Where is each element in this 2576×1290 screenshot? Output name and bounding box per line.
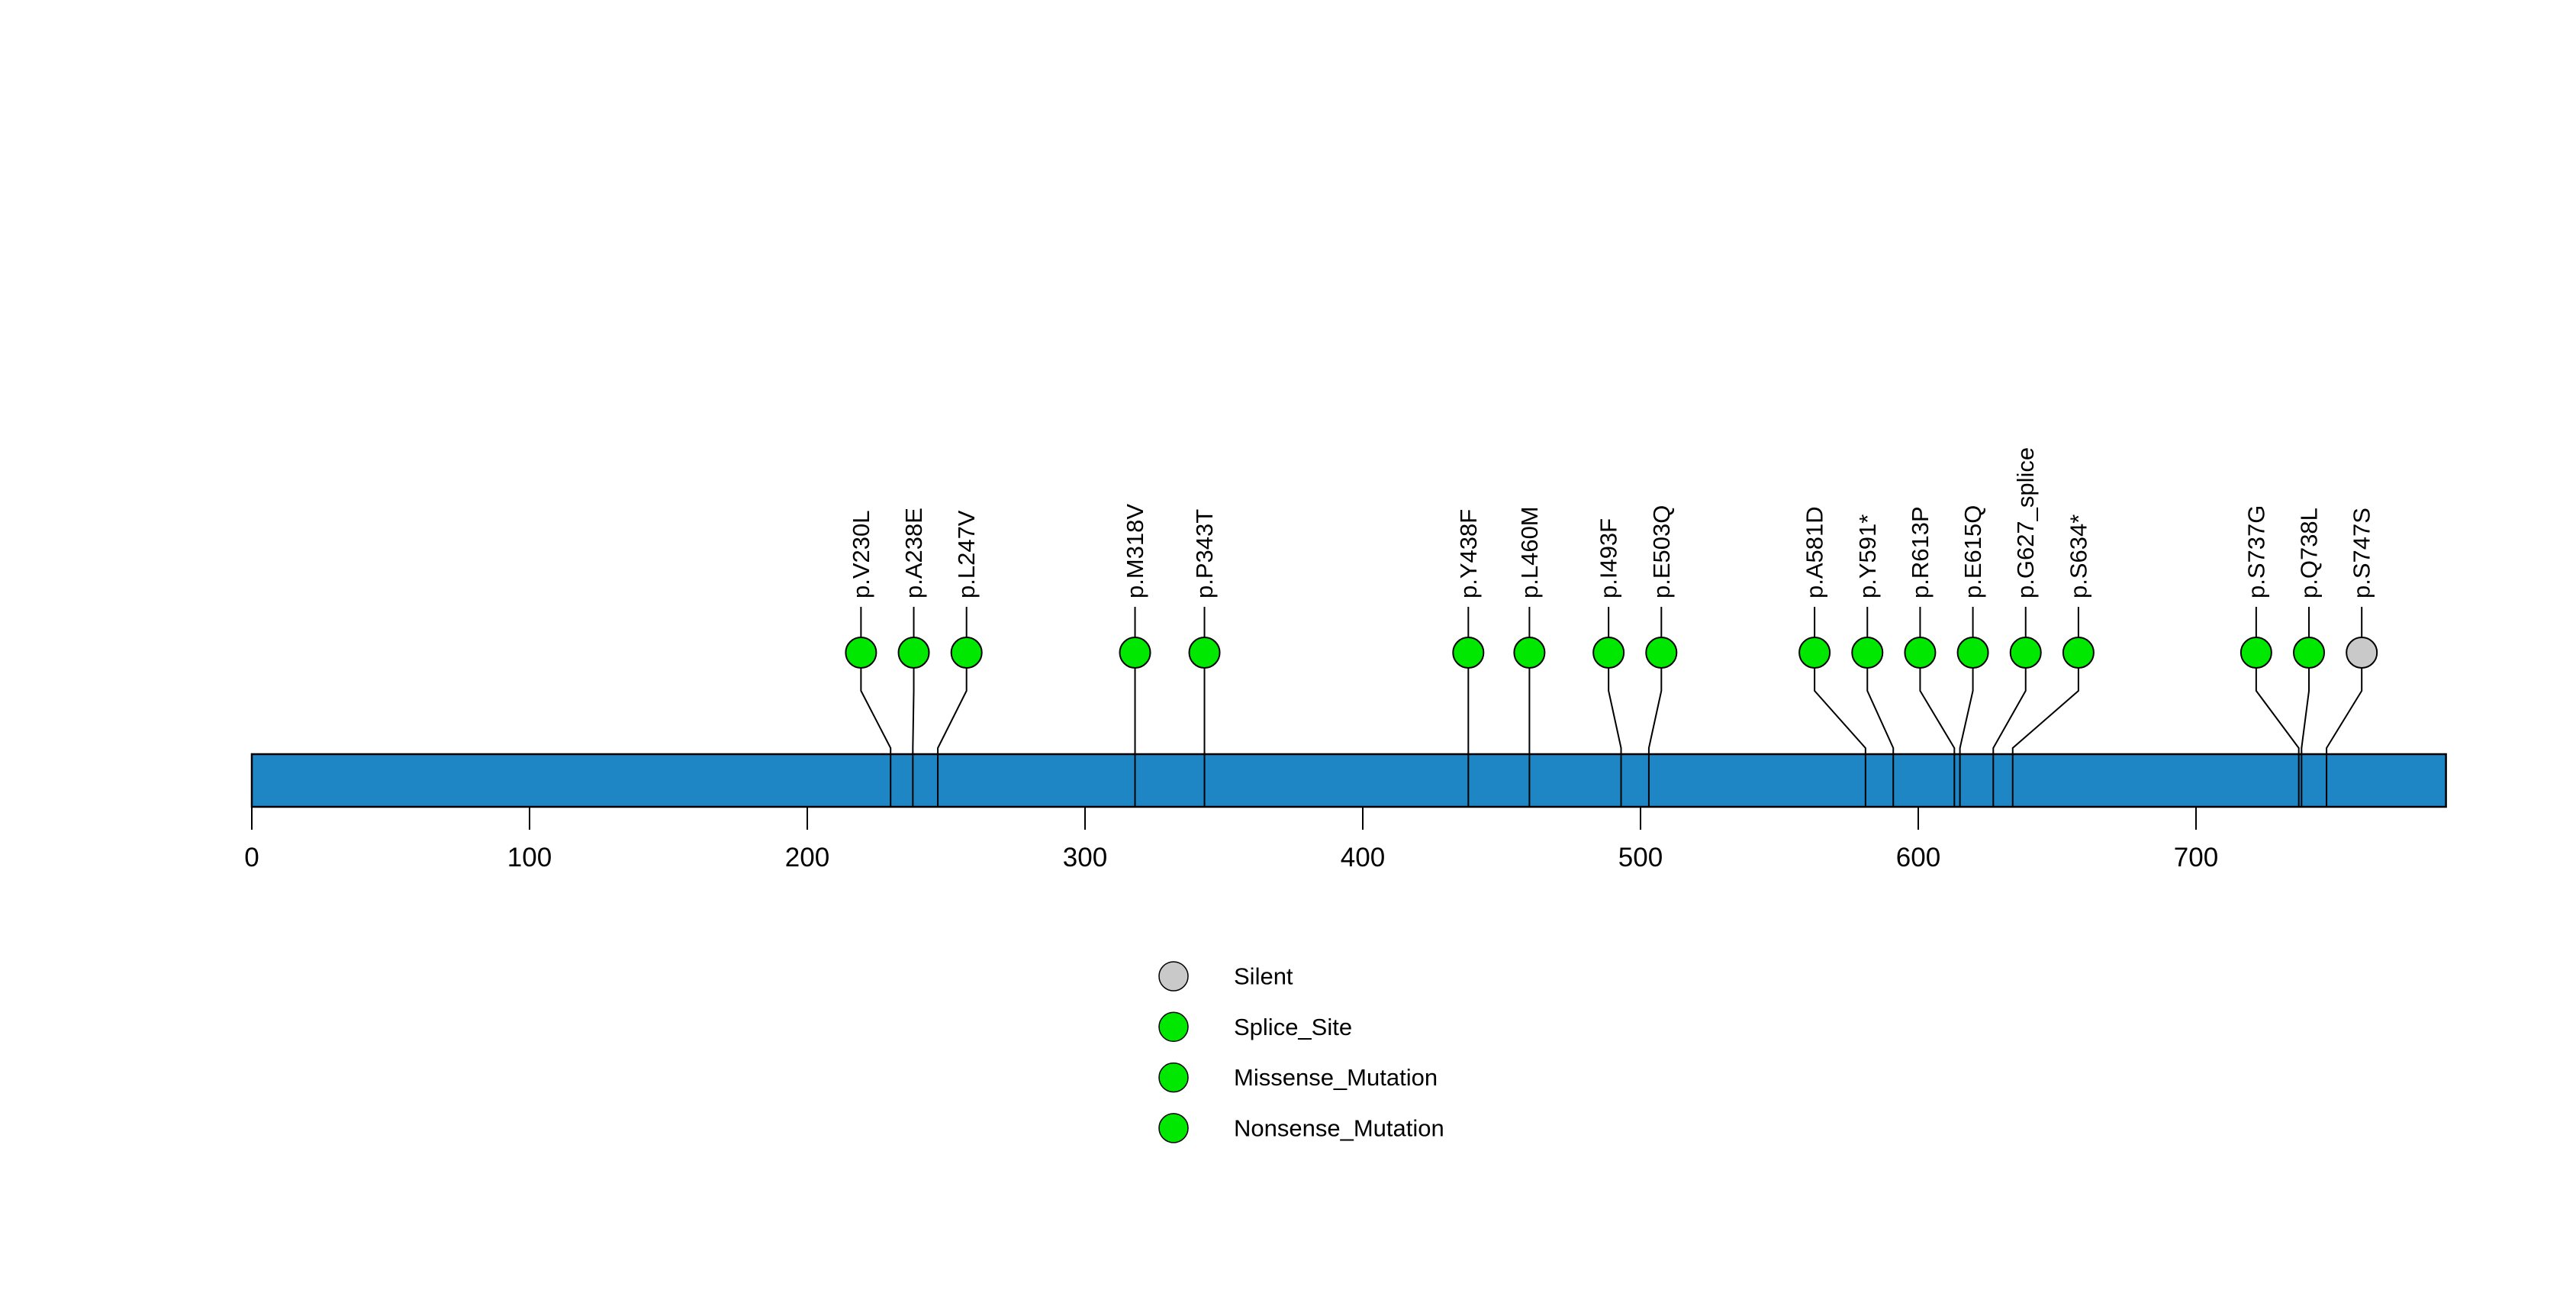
legend-label: Missense_Mutation xyxy=(1234,1064,1438,1091)
mutation-marker-nonsense_mutation xyxy=(1851,637,1884,669)
axis-tick-label: 100 xyxy=(507,843,552,872)
mutation-marker-missense_mutation xyxy=(2240,637,2272,669)
mutation-label: p.A238E xyxy=(900,508,927,598)
mutation-marker-nonsense_mutation xyxy=(2062,637,2095,669)
mutation-marker-missense_mutation xyxy=(845,637,877,669)
mutation-label: p.E615Q xyxy=(1959,505,1986,598)
mutation-marker-missense_mutation xyxy=(897,637,930,669)
mutation-label: p.S634* xyxy=(2065,514,2091,598)
mutation-markers xyxy=(845,637,2378,669)
axis-tick-label: 500 xyxy=(1618,843,1663,872)
axis-tick-label: 600 xyxy=(1896,843,1940,872)
mutation-label: p.V230L xyxy=(848,511,874,599)
mutation-label: p.G627_splice xyxy=(2012,447,2039,598)
mutation-marker-missense_mutation xyxy=(1452,637,1485,669)
mutation-label: p.P343T xyxy=(1191,509,1218,598)
mutation-label: p.Q738L xyxy=(2296,508,2323,598)
mutation-label: p.L460M xyxy=(1516,506,1543,598)
legend-item: Missense_Mutation xyxy=(1158,1062,1438,1093)
mutation-marker-missense_mutation xyxy=(950,637,983,669)
mutation-marker-missense_mutation xyxy=(1956,637,1989,669)
mutation-label: p.I493F xyxy=(1596,518,1622,598)
axis-tick-label: 300 xyxy=(1063,843,1107,872)
mutation-label: p.A581D xyxy=(1802,506,1828,598)
mutation-labels: p.V230L p.A238E p.L247V p.M318V p.P343T p.Y43… xyxy=(848,447,2375,598)
x-axis: 0 100 200 300 400 500 600 700 xyxy=(244,807,2218,872)
mutation-label: p.S737G xyxy=(2243,505,2269,598)
legend-label: Nonsense_Mutation xyxy=(1234,1114,1444,1141)
mutation-marker-missense_mutation xyxy=(1592,637,1625,669)
mutation-marker-silent xyxy=(2346,637,2378,669)
mutation-marker-splice_site xyxy=(2009,637,2042,669)
axis-tick-label: 700 xyxy=(2174,843,2218,872)
gene-body-bar xyxy=(250,753,2447,808)
mutation-label: p.M318V xyxy=(1122,504,1148,598)
legend-swatch-circle xyxy=(1158,1011,1189,1043)
legend-swatch-circle xyxy=(1158,961,1189,992)
mutation-marker-missense_mutation xyxy=(1119,637,1151,669)
legend-item: Silent xyxy=(1158,961,1293,992)
mutation-marker-missense_mutation xyxy=(1188,637,1221,669)
legend-swatch-circle xyxy=(1158,1062,1189,1093)
mutation-label: p.L247V xyxy=(953,510,980,598)
legend-item: Splice_Site xyxy=(1158,1011,1352,1043)
mutation-marker-missense_mutation xyxy=(1513,637,1546,669)
mutation-label: p.S747S xyxy=(2349,508,2375,598)
legend-label: Silent xyxy=(1234,963,1293,990)
axis-tick-label: 0 xyxy=(244,843,259,872)
mutation-marker-missense_mutation xyxy=(2293,637,2326,669)
gene-body-rect xyxy=(250,753,2447,808)
mutation-label: p.Y438F xyxy=(1455,509,1482,598)
legend: SilentSplice_SiteMissense_MutationNonsen… xyxy=(1158,961,1444,1143)
legend-label: Splice_Site xyxy=(1234,1014,1352,1040)
legend-item: Nonsense_Mutation xyxy=(1158,1113,1444,1143)
axis-tick-label: 200 xyxy=(785,843,829,872)
axis-tick-label: 400 xyxy=(1341,843,1385,872)
mutation-marker-missense_mutation xyxy=(1798,637,1831,669)
legend-swatch-circle xyxy=(1158,1113,1189,1143)
mutation-label: p.R613P xyxy=(1907,506,1934,598)
mutation-marker-missense_mutation xyxy=(1904,637,1937,669)
mutation-marker-missense_mutation xyxy=(1645,637,1678,669)
mutation-label: p.E503Q xyxy=(1648,505,1675,598)
mutation-label: p.Y591* xyxy=(1854,514,1881,598)
